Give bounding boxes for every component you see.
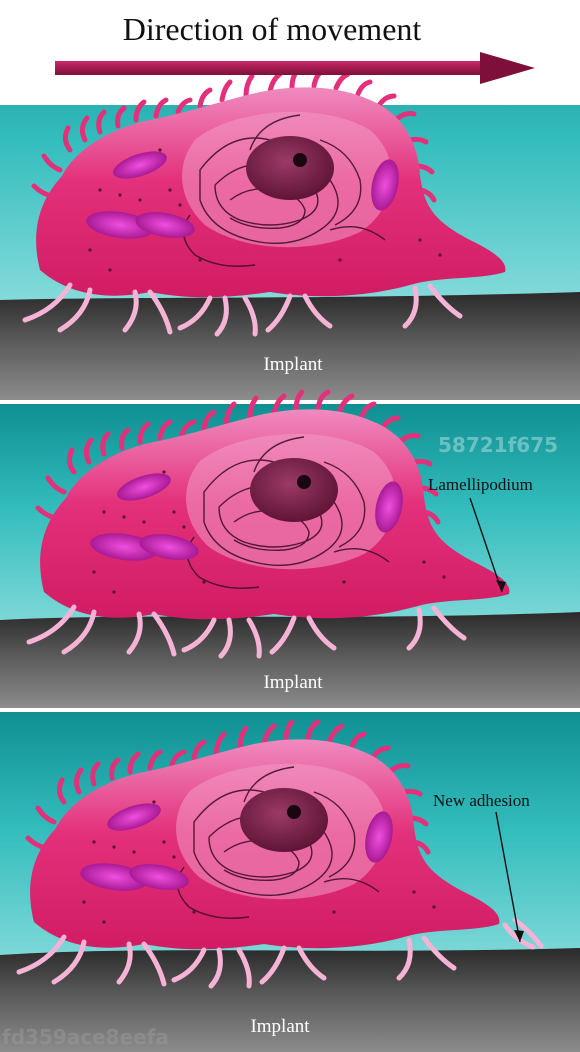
panel-2: Implant Lamellipodium 58721f675 <box>0 392 580 708</box>
implant-label: Implant <box>250 1016 310 1037</box>
lamellipodium-label: Lamellipodium <box>428 475 533 494</box>
watermark: fd359ace8eefa <box>2 1025 169 1049</box>
figure-title: Direction of movement <box>123 11 422 47</box>
implant-surface <box>0 292 580 400</box>
watermark: 58721f675 <box>438 433 558 457</box>
panel-3: Implant New adhesion fd359ace8eefa <box>0 712 580 1052</box>
implant-label: Implant <box>263 354 323 375</box>
implant-label: Implant <box>263 672 323 693</box>
new-adhesion-label: New adhesion <box>433 791 530 810</box>
